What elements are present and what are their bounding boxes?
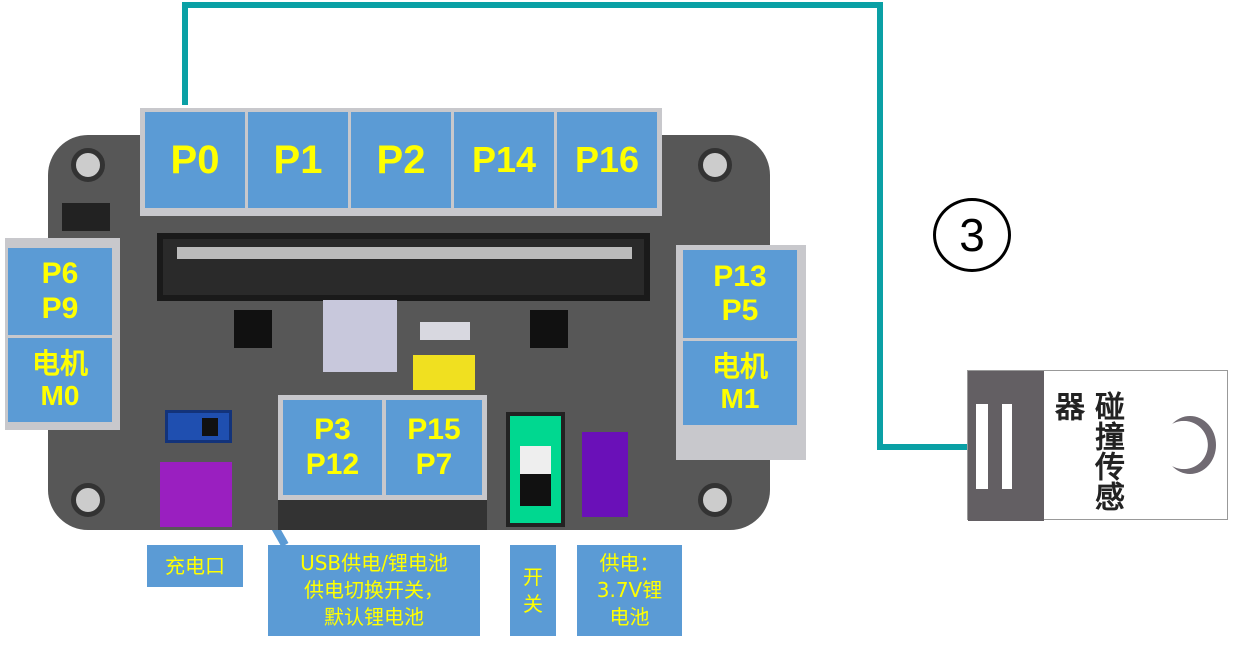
motor-m1: 电机 M1 [683,341,797,425]
right-pins: P13 P5 [683,250,797,338]
pin-p14: P14 [454,112,554,208]
pins-p3-p12: P3 P12 [283,400,382,495]
label-switch: 开 关 [510,545,556,636]
step-number: 3 [933,198,1011,272]
mount-hole [698,483,732,517]
pin-p0: P0 [145,112,245,208]
mount-hole [71,483,105,517]
edge-slot [157,233,650,301]
usb-battery-switch[interactable] [165,410,232,443]
pin-p16: P16 [557,112,657,208]
chip [530,310,568,348]
battery-connector [582,432,628,517]
pin-p1: P1 [248,112,348,208]
sensor-port [968,371,1044,521]
component [420,322,470,340]
left-pins: P6 P9 [8,248,112,335]
sensor-label: 碰撞传感器 [1049,391,1124,511]
small-chip [62,203,110,231]
usb-module [323,300,397,372]
pins-p15-p7: P15 P7 [386,400,482,495]
pin-p2: P2 [351,112,451,208]
label-power: 供电： 3.7V锂 电池 [577,545,682,636]
chip [234,310,272,348]
label-charge-port: 充电口 [147,545,243,587]
mount-hole [71,148,105,182]
label-usb-switch: USB供电/锂电池 供电切换开关， 默认锂电池 [268,545,480,636]
cable [182,2,1005,450]
sensor-hole [1164,416,1216,474]
yellow-component [413,355,475,390]
charge-port[interactable] [160,462,232,527]
collision-sensor: 碰撞传感器 [967,370,1228,521]
motor-m0: 电机 M0 [8,338,112,422]
mount-hole [698,148,732,182]
power-switch[interactable] [506,412,565,527]
